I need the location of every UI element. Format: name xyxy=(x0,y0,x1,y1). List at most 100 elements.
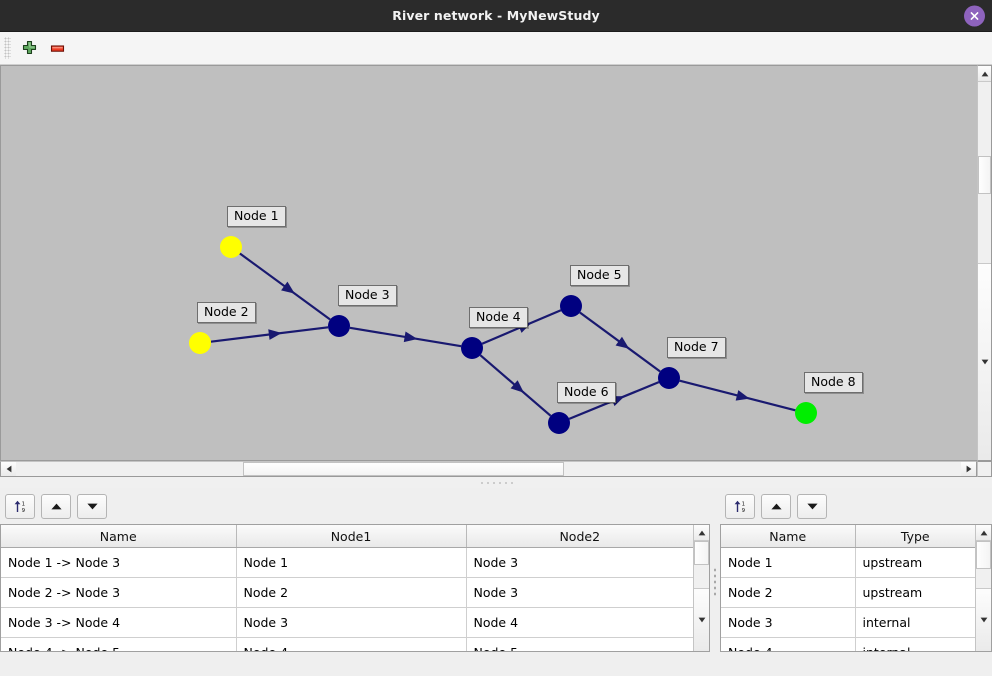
network-node-node-8[interactable] xyxy=(795,402,817,424)
node-label-node-7[interactable]: Node 7 xyxy=(667,337,726,358)
sort-ascending-icon[interactable]: 1 9 xyxy=(5,493,35,519)
branch-cell[interactable]: Node 4 xyxy=(236,637,467,651)
add-plus-icon[interactable] xyxy=(15,34,43,62)
vertical-splitter-grip-icon xyxy=(713,567,717,597)
node-col-name[interactable]: Name xyxy=(721,525,856,548)
node-label-node-6[interactable]: Node 6 xyxy=(557,382,616,403)
edge-arrow-icon xyxy=(735,390,750,401)
branch-col-node2[interactable]: Node2 xyxy=(466,525,693,548)
branch-cell[interactable]: Node 1 -> Node 3 xyxy=(1,547,237,578)
arrow-up-icon[interactable] xyxy=(41,493,71,519)
window-titlebar: River network - MyNewStudy xyxy=(0,0,992,32)
vertical-splitter[interactable] xyxy=(710,488,720,676)
node-cell[interactable]: Node 2 xyxy=(721,577,856,608)
node-cell[interactable]: Node 4 xyxy=(721,637,856,651)
canvas-vscroll-track[interactable] xyxy=(978,82,991,263)
canvas-horizontal-scrollbar[interactable] xyxy=(0,461,977,477)
branch-cell[interactable]: Node 3 xyxy=(466,547,693,578)
toolbar-grip[interactable] xyxy=(4,37,11,59)
node-col-type[interactable]: Type xyxy=(855,525,975,548)
branch-cell[interactable]: Node 4 xyxy=(466,607,693,638)
scroll-right-icon[interactable] xyxy=(961,462,976,476)
branch-cell[interactable]: Node 4 -> Node 5 xyxy=(1,637,237,651)
scrollbar-corner xyxy=(977,461,992,477)
node-scroll-up-icon[interactable] xyxy=(976,525,991,541)
branch-cell[interactable]: Node 2 -> Node 3 xyxy=(1,577,237,608)
branch-scroll-up-icon[interactable] xyxy=(694,525,709,541)
branch-vscroll-thumb[interactable] xyxy=(694,541,709,566)
network-node-node-2[interactable] xyxy=(189,332,211,354)
branch-cell[interactable]: Node 2 xyxy=(236,577,467,608)
node-label-node-2[interactable]: Node 2 xyxy=(197,302,256,323)
scroll-up-icon[interactable] xyxy=(978,66,991,82)
node-label-node-1[interactable]: Node 1 xyxy=(227,206,286,227)
arrow-down-icon[interactable] xyxy=(77,493,107,519)
node-vscroll-track[interactable] xyxy=(976,541,991,588)
node-arrow-down-icon[interactable] xyxy=(797,493,827,519)
node-cell[interactable]: Node 1 xyxy=(721,547,856,578)
node-table-header-row: Name Type xyxy=(721,525,975,548)
node-sort-ascending-icon[interactable]: 1 9 xyxy=(725,493,755,519)
node-cell[interactable]: upstream xyxy=(855,577,975,608)
node-scroll-down-icon[interactable] xyxy=(976,588,991,651)
close-icon[interactable] xyxy=(964,5,985,26)
network-node-node-7[interactable] xyxy=(658,367,680,389)
node-table-vertical-scrollbar[interactable] xyxy=(975,525,991,651)
network-node-node-4[interactable] xyxy=(461,337,483,359)
network-canvas-area: Node 1 Node 2 Node 3 Node 4 Node 5 Node 6 Node… xyxy=(0,65,992,461)
network-node-node-3[interactable] xyxy=(328,315,350,337)
edge-arrow-icon xyxy=(268,329,282,340)
network-graph-svg xyxy=(189,236,817,434)
table-row[interactable]: Node 4internal xyxy=(721,637,975,651)
canvas-hscroll-thumb[interactable] xyxy=(242,462,565,476)
branch-vscroll-track[interactable] xyxy=(694,541,709,588)
node-label-node-8[interactable]: Node 8 xyxy=(804,372,863,393)
canvas-vertical-scrollbar[interactable] xyxy=(977,65,992,461)
scroll-left-icon[interactable] xyxy=(1,462,16,476)
svg-text:1: 1 xyxy=(21,501,24,507)
canvas-horizontal-scrollbar-row xyxy=(0,461,992,477)
edge-arrow-icon xyxy=(615,336,630,349)
edge-arrow-icon xyxy=(510,380,524,393)
river-network-diagram[interactable]: Node 1 Node 2 Node 3 Node 4 Node 5 Node 6 Node… xyxy=(0,65,977,461)
node-label-node-4[interactable]: Node 4 xyxy=(469,307,528,328)
node-panel-footer xyxy=(720,652,992,676)
branch-cell[interactable]: Node 3 xyxy=(236,607,467,638)
node-cell[interactable]: internal xyxy=(855,637,975,651)
node-label-node-3[interactable]: Node 3 xyxy=(338,285,397,306)
branch-cell[interactable]: Node 1 xyxy=(236,547,467,578)
node-cell[interactable]: internal xyxy=(855,607,975,638)
node-vscroll-thumb[interactable] xyxy=(976,541,991,570)
node-cell[interactable]: upstream xyxy=(855,547,975,578)
remove-minus-icon[interactable] xyxy=(43,34,71,62)
scroll-down-icon[interactable] xyxy=(978,263,991,460)
branch-col-node1[interactable]: Node1 xyxy=(236,525,467,548)
branch-cell[interactable]: Node 5 xyxy=(466,637,693,651)
canvas-vscroll-thumb[interactable] xyxy=(978,156,991,195)
branch-cell[interactable]: Node 3 -> Node 4 xyxy=(1,607,237,638)
node-arrow-up-icon[interactable] xyxy=(761,493,791,519)
branch-col-name[interactable]: Name xyxy=(1,525,237,548)
network-node-node-5[interactable] xyxy=(560,295,582,317)
branch-cell[interactable]: Node 3 xyxy=(466,577,693,608)
network-node-node-1[interactable] xyxy=(220,236,242,258)
horizontal-splitter[interactable] xyxy=(0,477,992,488)
branch-scroll-down-icon[interactable] xyxy=(694,588,709,651)
node-label-node-5[interactable]: Node 5 xyxy=(570,265,629,286)
branch-table-vertical-scrollbar[interactable] xyxy=(693,525,709,651)
network-node-node-6[interactable] xyxy=(548,412,570,434)
canvas-hscroll-track[interactable] xyxy=(16,462,961,476)
node-cell[interactable]: Node 3 xyxy=(721,607,856,638)
